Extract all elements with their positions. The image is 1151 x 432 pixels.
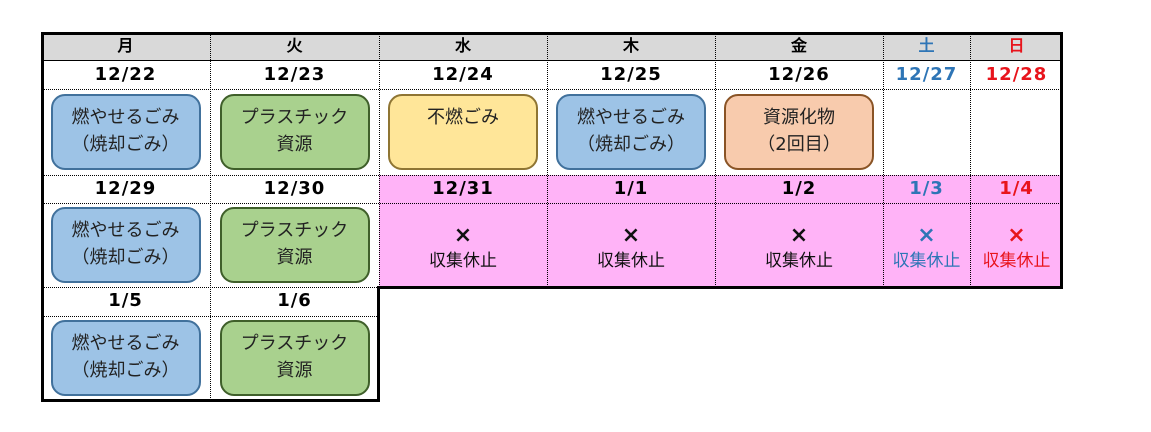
- badge-line1: 燃やせるごみ: [577, 107, 685, 128]
- burnable-garbage-badge: 燃やせるごみ （焼却ごみ）: [50, 94, 201, 170]
- recyclables-badge: 資源化物 （2回目）: [724, 94, 874, 170]
- collection-suspended: × 収集休止: [983, 216, 1051, 274]
- suspended-label: 収集休止: [892, 251, 961, 271]
- collection-suspended: × 収集休止: [429, 216, 497, 274]
- day-content: プラスチック 資源: [210, 203, 379, 287]
- suspended-label: 収集休止: [597, 251, 665, 271]
- collection-suspended-cell: × 収集休止: [883, 203, 970, 287]
- grid-line: [970, 32, 971, 287]
- date-cell: 1/6: [277, 290, 312, 311]
- date-cell-sunday: 12/28: [985, 64, 1048, 85]
- badge-line2: （焼却ごみ）: [71, 247, 180, 268]
- day-content: 資源化物 （2回目）: [715, 89, 883, 175]
- grid-line: [715, 32, 716, 287]
- cross-mark-icon: ×: [917, 223, 936, 248]
- date-cell: 12/23: [263, 64, 326, 85]
- burnable-garbage-badge: 燃やせるごみ （焼却ごみ）: [50, 207, 201, 283]
- grid-line: [41, 203, 1063, 204]
- badge-line1: プラスチック: [240, 333, 349, 354]
- badge-line1: プラスチック: [240, 107, 349, 128]
- badge-line2: （焼却ごみ）: [71, 360, 180, 381]
- grid-line: [41, 175, 1063, 176]
- collection-suspended-cell: × 収集休止: [379, 203, 547, 287]
- date-cell-holiday: 1/2: [715, 175, 883, 203]
- badge-line1: 燃やせるごみ: [71, 333, 180, 354]
- plastic-resources-badge: プラスチック 資源: [219, 320, 370, 396]
- burnable-garbage-badge: 燃やせるごみ （焼却ごみ）: [50, 320, 201, 396]
- date-cell: 12/25: [600, 64, 662, 85]
- weekday-header-wed: 水: [379, 32, 547, 61]
- day-content: 燃やせるごみ （焼却ごみ）: [41, 89, 210, 175]
- collection-suspended: × 収集休止: [893, 216, 961, 274]
- weekday-header-mon: 月: [41, 32, 210, 61]
- date-cell-holiday: 12/31: [379, 175, 547, 203]
- grid-line: [883, 32, 884, 287]
- border: [41, 399, 380, 402]
- plastic-resources-badge: プラスチック 資源: [219, 94, 370, 170]
- day-content-empty: [883, 89, 970, 175]
- date-cell: 12/22: [94, 64, 157, 85]
- border: [379, 286, 1063, 289]
- badge-line2: （焼却ごみ）: [577, 134, 685, 155]
- date-cell: 1/5: [108, 290, 143, 311]
- day-content: プラスチック 資源: [210, 89, 379, 175]
- collection-suspended-cell: × 収集休止: [715, 203, 883, 287]
- badge-line1: プラスチック: [240, 220, 349, 241]
- burnable-garbage-badge: 燃やせるごみ （焼却ごみ）: [556, 94, 706, 170]
- badge-line1: 資源化物: [763, 107, 835, 128]
- border: [41, 60, 1063, 61]
- grid-line: [41, 316, 379, 317]
- collection-suspended: × 収集休止: [765, 216, 833, 274]
- day-content: プラスチック 資源: [210, 316, 379, 400]
- badge-line1: 燃やせるごみ: [71, 220, 180, 241]
- badge-line2: （2回目）: [757, 134, 841, 155]
- badge-line2: 資源: [276, 134, 313, 155]
- date-cell: 12/29: [94, 178, 157, 199]
- badge-line2: 資源: [276, 247, 313, 268]
- badge-line1: 不燃ごみ: [427, 107, 499, 128]
- suspended-label: 収集休止: [765, 251, 833, 271]
- weekday-header-fri: 金: [715, 32, 883, 61]
- weekday-header-thu: 木: [547, 32, 715, 61]
- date-cell-saturday: 12/27: [895, 64, 958, 85]
- plastic-resources-badge: プラスチック 資源: [219, 207, 370, 283]
- badge-line2: 資源: [276, 360, 313, 381]
- border: [41, 32, 1063, 35]
- date-cell-holiday: 1/1: [547, 175, 715, 203]
- day-content: 不燃ごみ: [379, 89, 547, 175]
- day-content: 燃やせるごみ （焼却ごみ）: [41, 316, 210, 400]
- badge-line2: （焼却ごみ）: [71, 134, 180, 155]
- weekday-header-sat: 土: [883, 32, 970, 61]
- collection-suspended: × 収集休止: [597, 216, 665, 274]
- border: [1060, 32, 1063, 289]
- day-content-empty: [970, 89, 1063, 175]
- grid-line: [41, 89, 1063, 90]
- date-cell: 12/26: [768, 64, 830, 85]
- cross-mark-icon: ×: [1007, 223, 1026, 248]
- date-cell-holiday-sunday: 1/4: [970, 175, 1063, 203]
- suspended-label: 収集休止: [429, 251, 497, 271]
- weekday-header-tue: 火: [210, 32, 379, 61]
- date-cell: 12/30: [263, 178, 326, 199]
- border: [41, 32, 44, 402]
- border: [377, 286, 380, 402]
- grid-line: [210, 32, 211, 400]
- collection-suspended-cell: × 収集休止: [970, 203, 1063, 287]
- non-burnable-garbage-badge: 不燃ごみ: [388, 94, 538, 170]
- collection-suspended-cell: × 収集休止: [547, 203, 715, 287]
- cross-mark-icon: ×: [453, 223, 473, 248]
- badge-line1: 燃やせるごみ: [71, 107, 180, 128]
- grid-line: [41, 287, 379, 288]
- day-content: 燃やせるごみ （焼却ごみ）: [547, 89, 715, 175]
- grid-line: [379, 32, 380, 287]
- cross-mark-icon: ×: [789, 223, 809, 248]
- suspended-label: 収集休止: [982, 251, 1051, 271]
- grid-line: [547, 32, 548, 287]
- cross-mark-icon: ×: [621, 223, 641, 248]
- day-content: 燃やせるごみ （焼却ごみ）: [41, 203, 210, 287]
- date-cell-holiday-saturday: 1/3: [883, 175, 970, 203]
- date-cell: 12/24: [432, 64, 494, 85]
- weekday-header-sun: 日: [970, 32, 1063, 61]
